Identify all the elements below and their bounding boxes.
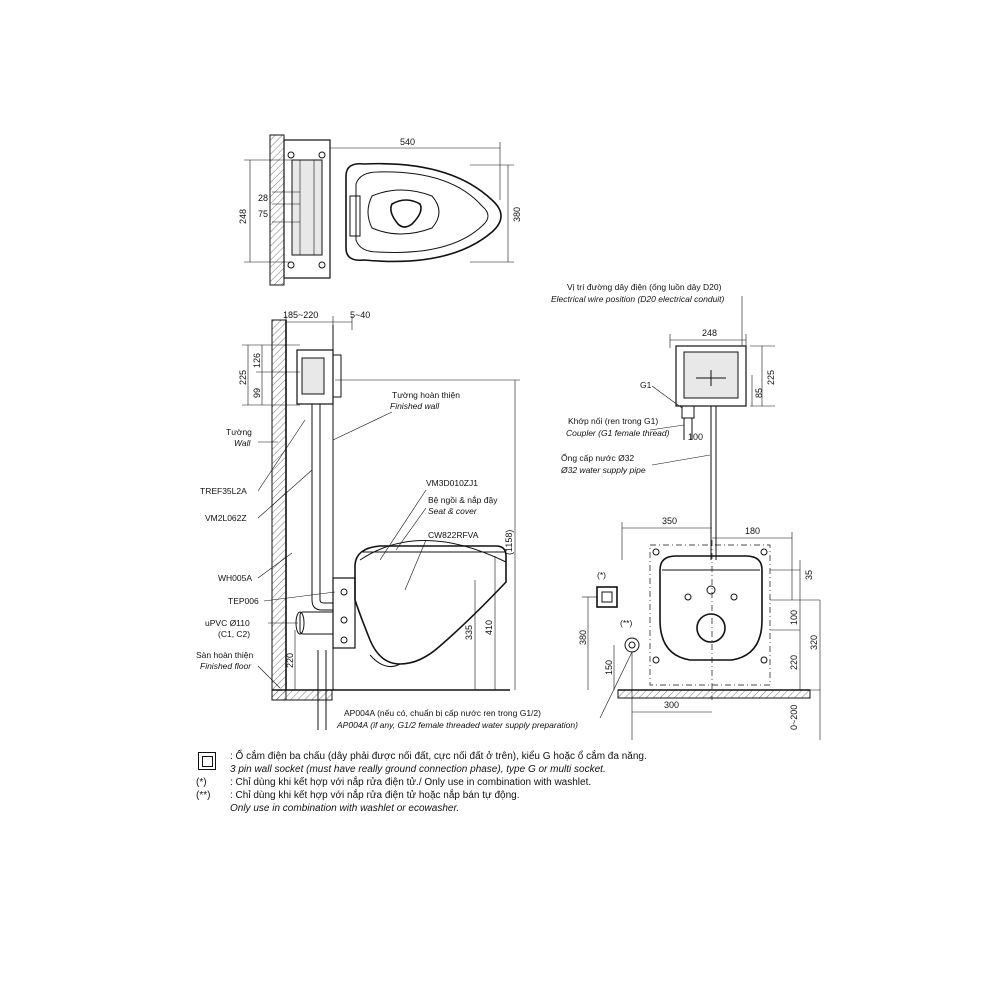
front-dim-85: 85 — [754, 388, 764, 398]
lbl-tref: TREF35L2A — [200, 486, 247, 496]
lbl-tep006: TEP006 — [228, 596, 259, 606]
socket-icon — [596, 586, 618, 608]
front-dim-320: 320 — [809, 635, 819, 650]
legend-item-ecowasher: (**) : Chỉ dùng khi kết hợp với nắp rửa … — [196, 789, 756, 815]
water-inlet-icon — [624, 637, 640, 653]
side-toilet-body — [354, 545, 507, 665]
legend-text-en: Only use in combination with washlet or … — [230, 803, 460, 814]
lbl-wh005a: WH005A — [218, 573, 252, 583]
side-wall-hatch — [271, 319, 287, 701]
legend-item-socket: : Ổ cắm điện ba chấu (dây phải được nối … — [196, 750, 756, 776]
top-view: 540 380 248 28 75 — [238, 134, 522, 286]
lbl-finished-wall-vi: Tường hoàn thiện — [392, 390, 460, 400]
side-view: 185~220 5~40 225 126 99 (1158) — [196, 310, 633, 730]
lbl-c1c2: (C1, C2) — [218, 629, 250, 639]
front-dim-220: 220 — [789, 655, 799, 670]
lbl-ap004a-vi: AP004A (nếu có, chuẩn bị cấp nước ren tr… — [344, 708, 541, 718]
lbl-cw822: CW822RFVA — [428, 530, 479, 540]
lbl-seat-vi: Bệ ngồi & nắp đậy — [428, 495, 498, 505]
dim-225: 225 — [238, 370, 248, 385]
lbl-finished-floor-vi: Sàn hoàn thiện — [196, 650, 253, 660]
dim-126: 126 — [252, 353, 262, 368]
legend-item-washlet: (*) : Chỉ dùng khi kết hợp với nắp rửa đ… — [196, 776, 756, 789]
lbl-wall-vi: Tường — [226, 427, 252, 437]
front-view: Vị trí đường dây điện (ống luồn dây D20)… — [551, 282, 821, 740]
dim-75: 75 — [258, 209, 268, 219]
lbl-pipe-en: Ø32 water supply pipe — [560, 465, 646, 475]
front-dim-380: 380 — [578, 630, 588, 645]
legend: : Ổ cắm điện ba chấu (dây phải được nối … — [196, 750, 756, 815]
lbl-finished-wall-en: Finished wall — [390, 401, 440, 411]
top-outlet — [390, 199, 422, 228]
top-bowl — [345, 162, 502, 263]
front-dim-35: 35 — [804, 570, 814, 580]
dim-1158: (1158) — [504, 530, 514, 555]
dim-99: 99 — [252, 388, 262, 398]
lbl-elec-vi: Vị trí đường dây điện (ống luồn dây D20) — [567, 282, 722, 292]
lbl-seat-en: Seat & cover — [428, 506, 478, 516]
legend-text-vi: : Chỉ dùng khi kết hợp với nắp rửa điện … — [230, 790, 520, 801]
lbl-elec-en: Electrical wire position (D20 electrical… — [551, 294, 725, 304]
front-outlet — [696, 613, 726, 643]
lbl-pipe-vi: Ống cấp nước Ø32 — [561, 452, 634, 463]
dim-380: 380 — [512, 207, 522, 222]
mark-star: (*) — [597, 570, 606, 580]
dim-5-40: 5~40 — [350, 310, 370, 320]
lbl-coupler-vi: Khớp nối (ren trong G1) — [568, 416, 658, 426]
lbl-coupler-en: Coupler (G1 female thread) — [566, 428, 670, 438]
front-dim-225: 225 — [766, 370, 776, 385]
legend-mark: (*) — [196, 777, 207, 788]
front-dim-100: 100 — [688, 432, 703, 442]
front-dim-150: 150 — [604, 660, 614, 675]
dim-248: 248 — [238, 209, 248, 224]
lbl-ap004a-en: AP004A (if any, G1/2 female threaded wat… — [336, 720, 578, 730]
lbl-vm2l: VM2L062Z — [205, 513, 247, 523]
legend-text-vi: : Chỉ dùng khi kết hợp với nắp rửa điện … — [230, 777, 592, 788]
front-dim-300: 300 — [664, 700, 679, 710]
dim-185-220: 185~220 — [283, 310, 318, 320]
lbl-vm3d: VM3D010ZJ1 — [426, 478, 478, 488]
front-dim-350: 350 — [662, 516, 677, 526]
front-dim-248: 248 — [702, 328, 717, 338]
legend-text-vi: : Ổ cắm điện ba chấu (dây phải được nối … — [230, 751, 647, 762]
front-dim-100b: 100 — [789, 610, 799, 625]
lbl-upvc: uPVC Ø110 — [205, 618, 250, 628]
front-dim-180: 180 — [745, 526, 760, 536]
legend-mark: (**) — [196, 790, 211, 801]
mark-double-star: (**) — [620, 618, 632, 628]
lbl-finished-floor-en: Finished floor — [200, 661, 252, 671]
dim-540: 540 — [400, 137, 415, 147]
dim-335: 335 — [464, 625, 474, 640]
lbl-wall-en: Wall — [234, 438, 251, 448]
dim-28: 28 — [258, 193, 268, 203]
dim-410: 410 — [484, 620, 494, 635]
legend-text-en: 3 pin wall socket (must have really grou… — [230, 764, 606, 775]
front-bowl — [659, 555, 763, 661]
top-flush-tank — [291, 159, 323, 256]
dim-220: 220 — [285, 653, 295, 668]
top-wall-hatch — [269, 134, 285, 286]
lbl-g1: G1 — [640, 380, 652, 390]
front-dim-0-200: 0~200 — [789, 705, 799, 730]
side-bracket — [332, 577, 356, 649]
